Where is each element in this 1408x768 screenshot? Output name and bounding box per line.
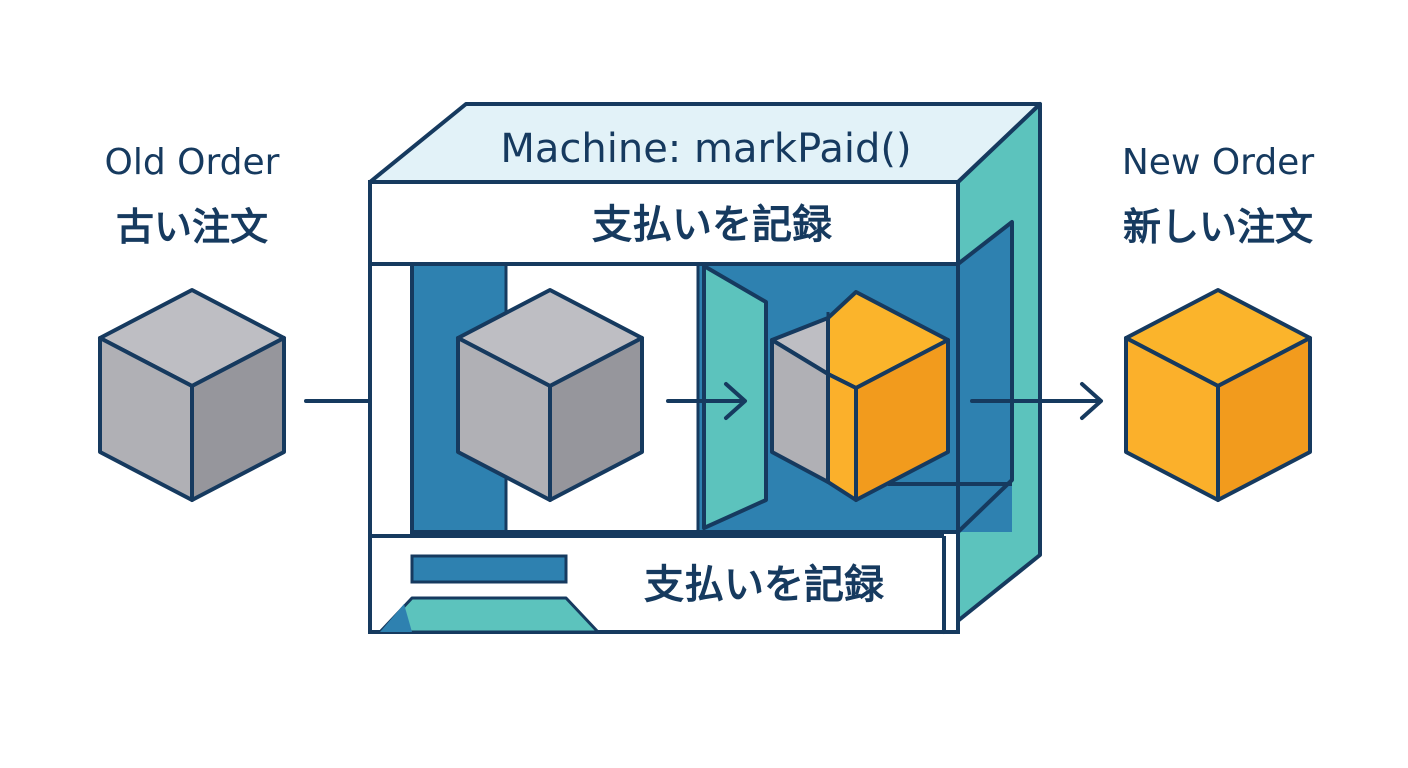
new-order-subtitle: 新しい注文 (1123, 205, 1313, 249)
arrow-right-icon (666, 382, 747, 420)
new-order-cube (1124, 288, 1312, 502)
machine-bottom-panel (370, 534, 946, 634)
machine-bottom-label: 支払いを記録 (644, 562, 885, 608)
machine-input-cube (456, 288, 644, 502)
old-order-subtitle: 古い注文 (116, 205, 268, 249)
new-order-title: New Order (1122, 142, 1314, 183)
arrow-right-icon (970, 382, 1103, 420)
old-order-title: Old Order (105, 142, 280, 183)
old-order-group: Old Order 古い注文 (98, 142, 286, 502)
new-order-group: New Order 新しい注文 (1122, 142, 1314, 502)
machine: Machine: markPaid() 支払いを記録 支払いを記録 (368, 102, 1042, 634)
machine-output-cube (770, 290, 950, 502)
machine-gate (702, 264, 768, 530)
old-order-cube (98, 288, 286, 502)
machine-top-label: 支払いを記録 (592, 202, 833, 248)
machine-title: Machine: markPaid() (500, 126, 911, 172)
